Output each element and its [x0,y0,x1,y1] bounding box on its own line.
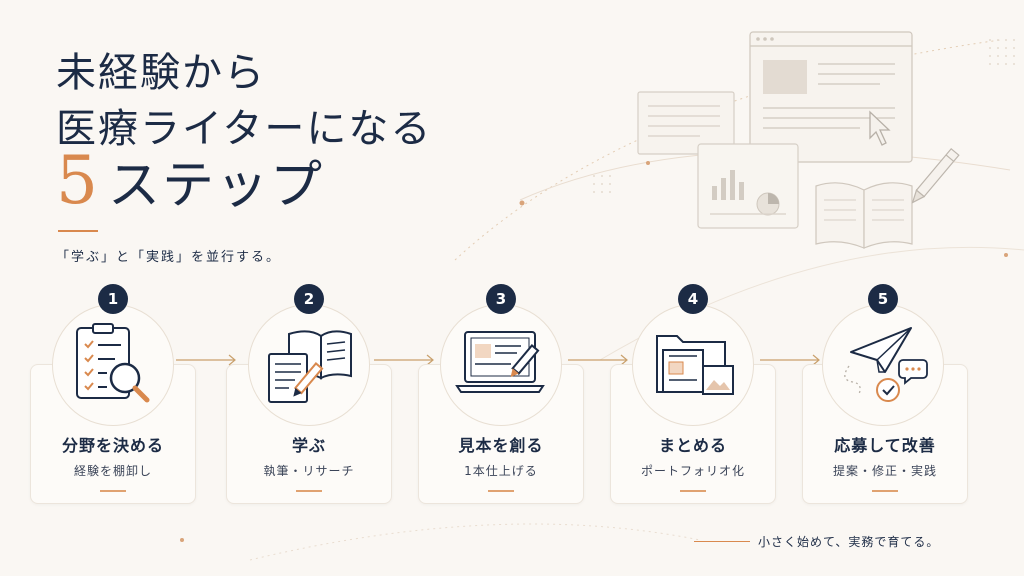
step-underline-1 [100,490,126,492]
subtitle: 「学ぶ」と「実践」を並行する。 [56,250,282,265]
portfolio-folder-icon [656,335,734,395]
step-title-4: まとめる [658,436,727,455]
arrow-2-3 [374,354,434,366]
step-number-badge-4: 4 [678,284,708,314]
title-line-1: 未経験から [56,50,266,96]
step-underline-4 [680,490,706,492]
step-underline-5 [872,490,898,492]
laptop-pen-icon [455,331,545,393]
step-subtitle-5: 提案・修正・実践 [832,464,937,478]
book-document-pen-icon [268,330,352,403]
step-subtitle-3: 1本仕上げる [464,464,538,478]
step-number-badge-5: 5 [868,284,898,314]
step-underline-3 [488,490,514,492]
step-subtitle-4: ポートフォリオ化 [640,464,745,478]
step-title-1: 分野を決める [61,436,164,455]
footer-tagline: 小さく始めて、実務で育てる。 [758,535,940,549]
title-line-2: 医療ライターになる [56,106,433,152]
step-title-5: 応募して改善 [834,436,936,455]
clipboard-magnifier-icon [76,323,150,403]
step-number-badge-3: 3 [486,284,516,314]
arrow-4-5 [760,354,820,366]
step-number-badge-1: 1 [98,284,128,314]
step-subtitle-1: 経験を棚卸し [73,464,152,478]
paper-plane-check-icon [844,327,928,402]
title-underline [58,230,98,232]
title-step-count: 5 [56,142,100,219]
arrow-3-4 [568,354,628,366]
step-subtitle-2: 執筆・リサーチ [263,464,355,478]
arrow-1-2 [176,354,236,366]
step-title-3: 見本を創る [458,436,544,455]
step-title-2: 学ぶ [291,436,326,455]
title-line-3: 5 ステップ [56,148,324,214]
title-steps-word: ステップ [108,156,325,216]
step-number-badge-2: 2 [294,284,324,314]
step-underline-2 [296,490,322,492]
footer-rule [694,541,750,542]
